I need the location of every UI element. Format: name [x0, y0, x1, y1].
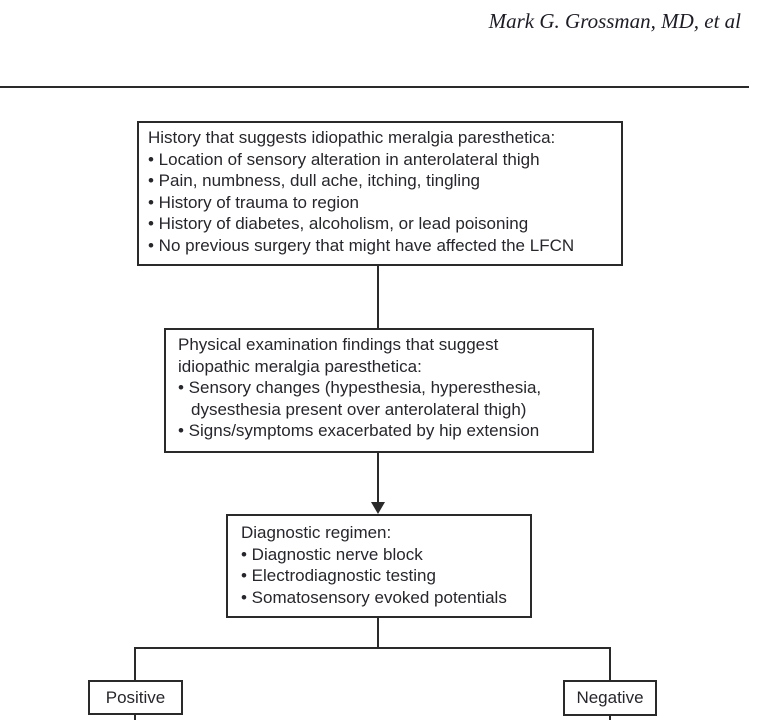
physical-exam-box: Physical examination findings that sugge…: [164, 328, 594, 453]
negative-box: Negative: [563, 680, 657, 716]
diagnostic-bullet-electrodiagnostic: • Electrodiagnostic testing: [241, 566, 436, 586]
diagnostic-bullet-nerve-block: • Diagnostic nerve block: [241, 544, 423, 564]
diagnostic-regimen-box: Diagnostic regimen: • Diagnostic nerve b…: [226, 514, 532, 618]
positive-label: Positive: [105, 687, 166, 707]
physical-box-title-line1: Physical examination findings that sugge…: [178, 335, 499, 354]
connector-physical-to-diagnostic: [377, 453, 379, 504]
branch-right-drop-line: [609, 647, 611, 680]
running-head-author: Mark G. Grossman, MD, et al: [488, 9, 741, 33]
physical-bullet-signs: • Signs/symptoms exacerbated by hip exte…: [178, 421, 540, 441]
connector-diagnostic-to-branch: [377, 618, 379, 649]
positive-box: Positive: [88, 680, 183, 715]
physical-bullet-sensory-line2: dysesthesia present over anterolateral t…: [191, 399, 527, 419]
branch-horizontal-line: [134, 647, 611, 649]
negative-continuation-line: [609, 714, 611, 720]
history-bullet-trauma: • History of trauma to region: [148, 192, 359, 212]
physical-bullet-sensory-line1: • Sensory changes (hypesthesia, hyperest…: [178, 378, 542, 398]
history-box: History that suggests idiopathic meralgi…: [137, 121, 623, 266]
diagnostic-bullet-somatosensory: • Somatosensory evoked potentials: [241, 587, 507, 607]
diagnostic-box-title: Diagnostic regimen:: [241, 523, 392, 542]
history-bullet-diabetes: • History of diabetes, alcoholism, or le…: [148, 214, 529, 234]
header-rule: [0, 86, 749, 88]
history-bullet-surgery: • No previous surgery that might have af…: [148, 235, 575, 255]
branch-left-drop-line: [134, 647, 136, 680]
physical-box-title-line2: idiopathic meralgia paresthetica:: [178, 356, 422, 376]
history-box-title: History that suggests idiopathic meralgi…: [148, 128, 556, 147]
history-bullet-location: • Location of sensory alteration in ante…: [148, 149, 540, 169]
arrow-down-icon: [371, 502, 385, 514]
history-bullet-pain: • Pain, numbness, dull ache, itching, ti…: [148, 171, 480, 191]
connector-history-to-physical: [377, 266, 379, 328]
negative-label: Negative: [576, 688, 644, 707]
positive-continuation-line: [134, 713, 136, 720]
